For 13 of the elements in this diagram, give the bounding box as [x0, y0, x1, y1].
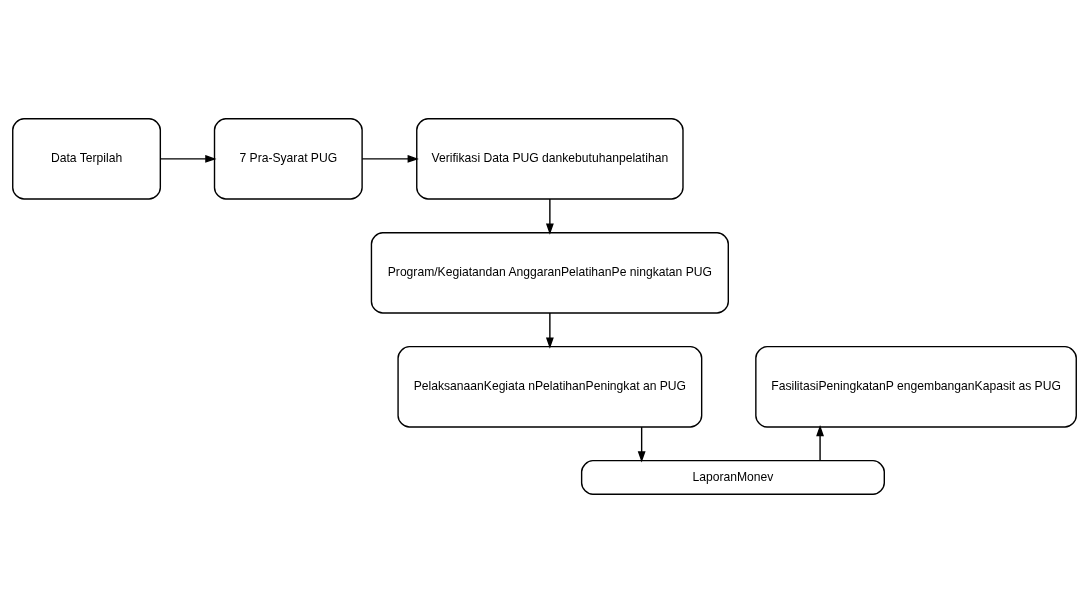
node-box: FasilitasiPeningkatanP engembanganKapasit as PUG [755, 345, 1077, 428]
node-box: LaporanMonev [580, 459, 885, 495]
node-box: PelaksanaanKegiata nPelatihanPeningkat an PUG [397, 345, 703, 428]
arrow [816, 424, 824, 461]
node-box: Data Terpilah [12, 117, 162, 200]
node-box: Verifikasi Data PUG dankebutuhanpelatihan [416, 117, 684, 200]
arrow [159, 154, 217, 163]
arrow [545, 311, 554, 349]
arrow [545, 197, 554, 235]
node-box: Program/Kegiatandan AnggaranPelatihanPe ningkatan PUG [370, 231, 729, 314]
arrow [637, 425, 646, 463]
arrow [361, 154, 419, 163]
node-box: 7 Pra-Syarat PUG [213, 117, 363, 200]
